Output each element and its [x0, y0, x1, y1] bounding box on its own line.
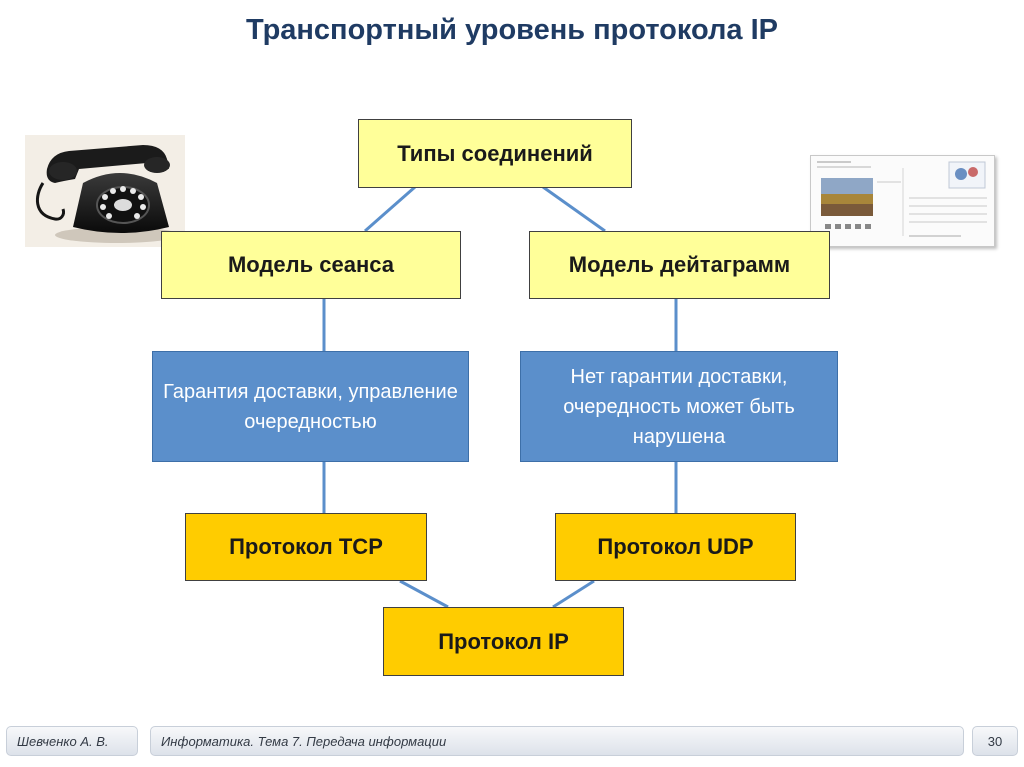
- connection-types-box: Типы соединений: [358, 119, 632, 188]
- ip-protocol-box: Протокол IP: [383, 607, 624, 676]
- tcp-protocol-box: Протокол TCP: [185, 513, 427, 581]
- udp-protocol-box: Протокол UDP: [555, 513, 796, 581]
- postcard-image: [810, 155, 995, 247]
- connector-udp-ip: [552, 579, 595, 609]
- telephone-image: [25, 135, 185, 247]
- footer-page-number: 30: [972, 726, 1018, 756]
- datagram-model-box: Модель дейтаграмм: [529, 231, 830, 299]
- connector-tcp-ip: [399, 579, 449, 609]
- connector-types-session: [364, 185, 416, 233]
- postcard-icon: [817, 161, 987, 237]
- datagram-description-box: Нет гарантии доставки, очередность может…: [520, 351, 838, 462]
- page-title: Транспортный уровень протокола IP: [245, 14, 779, 46]
- session-description-box: Гарантия доставки, управление очередност…: [152, 351, 469, 462]
- footer-author: Шевченко А. В.: [6, 726, 138, 756]
- slide-footer: Шевченко А. В. Информатика. Тема 7. Пере…: [0, 718, 1024, 767]
- telephone-icon: [35, 145, 179, 243]
- connector-types-datagram: [542, 185, 606, 233]
- session-model-box: Модель сеанса: [161, 231, 461, 299]
- footer-course: Информатика. Тема 7. Передача информации: [150, 726, 964, 756]
